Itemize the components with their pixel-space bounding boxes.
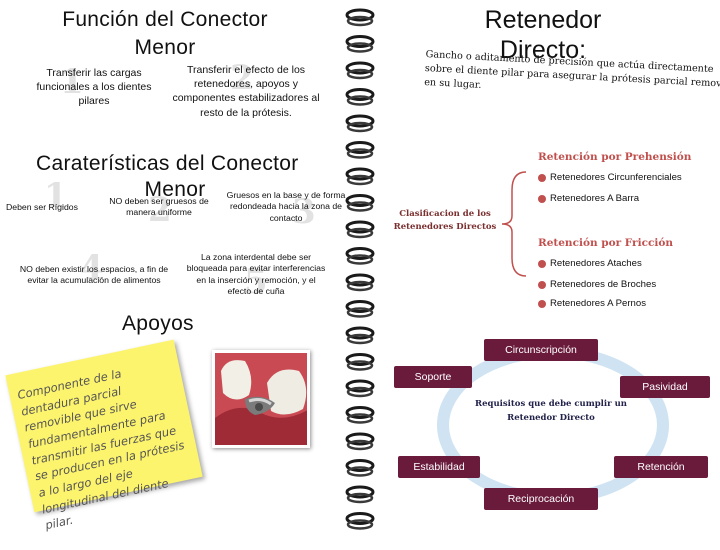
classification-label: Clasificacion de los Retenedores Directo… <box>393 209 497 232</box>
spiral-ring <box>345 194 375 212</box>
sticky-note: Componente de la dentadura parcial remov… <box>5 339 203 533</box>
spiral-ring <box>345 379 375 398</box>
function-title-line1: Función del Conector <box>62 8 268 31</box>
function-1-text: Transferir las cargas funcionales a los … <box>36 67 152 108</box>
characteristic-number-2: 2 <box>148 190 172 230</box>
prehension-item-1: Retenedores Circunferenciales <box>550 172 682 183</box>
spiral-ring <box>345 8 375 27</box>
spiral-ring <box>345 167 375 186</box>
prehension-heading: Retención por Prehensión <box>538 151 692 163</box>
friction-item-3: Retenedores A Pernos <box>550 298 647 309</box>
characteristic-number-4: 4 <box>80 248 104 288</box>
spiral-ring <box>345 141 375 159</box>
tooth-illustration <box>215 353 307 445</box>
retainer-description: Gancho o aditamento de precisión que act… <box>423 48 720 92</box>
spiral-ring <box>345 406 375 424</box>
cycle-box-retention: Retención <box>614 456 708 478</box>
spiral-ring <box>345 300 375 318</box>
characteristic-number-5: 5 <box>244 262 268 302</box>
spiral-ring <box>345 353 375 371</box>
bullet-icon <box>538 300 546 308</box>
spiral-ring <box>345 88 375 106</box>
dental-rest-photo <box>212 350 310 448</box>
cycle-box-support: Soporte <box>394 366 472 388</box>
spiral-ring <box>345 35 375 53</box>
friction-heading: Retención por Fricción <box>538 237 673 249</box>
characteristic-number-3: 3 <box>292 192 316 232</box>
sticky-note-text: Componente de la dentadura parcial remov… <box>16 366 186 533</box>
spiral-ring <box>345 432 375 451</box>
characteristic-5-text: La zona interdental debe ser bloqueada p… <box>186 252 326 296</box>
bullet-icon <box>538 195 546 203</box>
spiral-ring <box>345 61 375 80</box>
spiral-ring <box>345 114 375 133</box>
function-number-2: 2 <box>230 58 254 98</box>
spiral-ring <box>345 459 375 477</box>
friction-item-1: Retenedores Ataches <box>550 258 642 269</box>
cycle-box-reciprocation: Reciprocación <box>484 488 598 510</box>
friction-item-2: Retenedores de Broches <box>550 279 657 290</box>
function-2-text: Transferir el efecto de los retenedores,… <box>172 64 320 119</box>
retainer-title-line1: Retenedor <box>484 6 602 34</box>
bullet-icon <box>538 260 546 268</box>
characteristic-3-text: Gruesos en la base y de forma redondeada… <box>226 190 346 223</box>
spiral-ring <box>345 485 375 504</box>
prehension-item-2: Retenedores A Barra <box>550 193 640 204</box>
function-number-1: 1 <box>60 62 84 102</box>
characteristics-title-line1: Caraterísticas del Conector <box>36 152 299 175</box>
characteristics-title-line2: Menor <box>144 178 206 201</box>
classification-brace-icon <box>501 171 527 277</box>
cycle-box-circumscription: Circunscripción <box>484 339 598 361</box>
cycle-box-stability: Estabilidad <box>398 456 480 478</box>
characteristic-1-text: Deben ser Rígidos <box>6 202 78 212</box>
function-title-line2: Menor <box>134 36 196 59</box>
spiral-binding <box>345 8 375 530</box>
spiral-ring <box>345 273 375 292</box>
characteristic-2-text: NO deben ser gruesos de manera uniforme <box>109 196 209 218</box>
right-notebook-page: Retenedor Directo: Gancho o aditamento d… <box>368 0 720 540</box>
cycle-box-passivity: Pasividad <box>620 376 710 398</box>
requirements-label: Requisitos que debe cumplir un Retenedor… <box>475 399 627 423</box>
apoyos-title: Apoyos <box>122 312 194 335</box>
bullet-icon <box>538 281 546 289</box>
characteristic-4-text: NO deben existir los espacios, a fin de … <box>19 264 169 286</box>
bullet-icon <box>538 174 546 182</box>
spiral-ring <box>345 220 375 239</box>
retainer-title-line2: Directo: <box>499 36 587 64</box>
spiral-ring <box>345 512 375 530</box>
left-notebook-page: Función del Conector Menor 1 Transferir … <box>0 0 352 540</box>
spiral-ring <box>345 326 375 345</box>
spiral-ring <box>345 247 375 265</box>
characteristic-number-1: 1 <box>44 176 68 216</box>
